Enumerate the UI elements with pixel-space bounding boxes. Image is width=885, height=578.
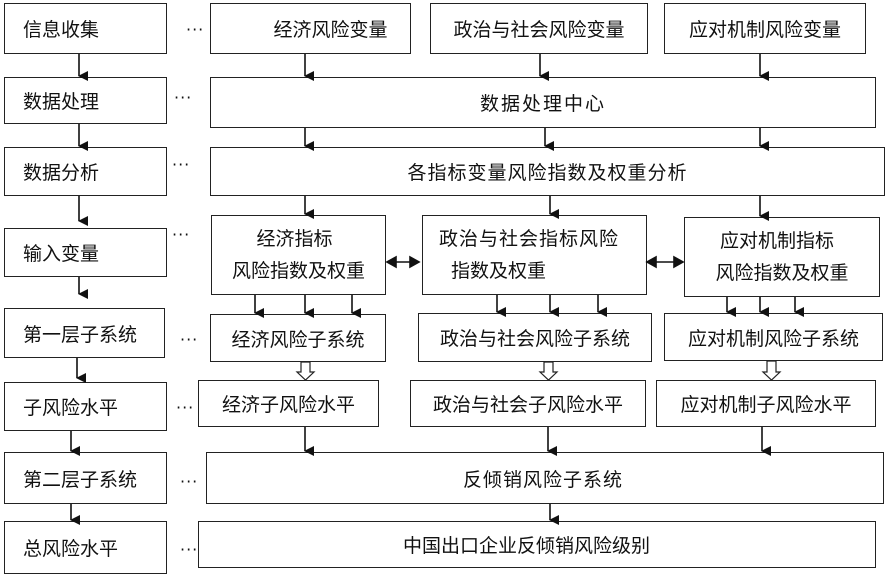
response-mechanism-sub-risk-level: 应对机制子风险水平 <box>656 380 876 427</box>
box-label: 数据处理中心 <box>479 93 606 115</box>
ellipsis: ··· <box>174 88 193 107</box>
stage-input-variables: 输入变量 <box>4 228 167 277</box>
ellipsis: ··· <box>180 330 199 349</box>
ellipsis: ··· <box>180 540 199 559</box>
data-processing-center: 数据处理中心 <box>210 77 876 128</box>
political-social-sub-risk-level: 政治与社会子风险水平 <box>410 380 646 427</box>
response-mechanism-risk-subsystem: 应对机制风险子系统 <box>664 313 883 361</box>
box-label: 中国出口企业反倾销风险级别 <box>403 535 651 557</box>
box-label: 政治与社会子风险水平 <box>432 394 623 416</box>
response-mechanism-indicator-index-weight: 应对机制指标 风险指数及权重 <box>684 217 880 297</box>
economic-indicator-index-weight: 经济指标 风险指数及权重 <box>211 215 386 295</box>
index-weight-analysis: 各指标变量风险指数及权重分析 <box>210 147 885 196</box>
box-label: 政治与社会风险变量 <box>453 19 625 41</box>
hollow-down-arrow-icon <box>538 361 559 381</box>
economic-risk-variables: 经济风险变量 <box>210 3 411 54</box>
stage-label: 第二层子系统 <box>23 468 138 491</box>
hollow-down-arrow-icon <box>295 361 316 381</box>
box-label: 反倾销风险子系统 <box>463 468 624 491</box>
stage-label: 数据分析 <box>23 162 100 184</box>
stage-label: 信息收集 <box>23 19 100 41</box>
economic-sub-risk-level: 经济子风险水平 <box>198 380 379 427</box>
box-label-line1: 应对机制指标 <box>719 230 834 252</box>
stage-label: 总风险水平 <box>23 538 119 560</box>
china-export-anti-dumping-risk-level: 中国出口企业反倾销风险级别 <box>198 521 876 568</box>
hollow-down-arrow-icon <box>761 360 782 381</box>
ellipsis: ··· <box>180 472 199 491</box>
box-label-line2: 风险指数及权重 <box>231 260 365 282</box>
box-label: 政治与社会风险子系统 <box>439 328 630 350</box>
stage-info-collection: 信息收集 <box>4 3 167 54</box>
stage-label: 子风险水平 <box>23 397 119 419</box>
hollow-arrows <box>295 360 782 381</box>
stage-data-processing: 数据处理 <box>4 77 167 124</box>
double-arrow-icon <box>645 255 685 269</box>
double-arrow-icon <box>385 255 421 269</box>
box-label-line1: 经济指标 <box>256 228 333 250</box>
stage-first-layer-subsystem: 第一层子系统 <box>4 308 165 358</box>
box-label-line2: 风险指数及权重 <box>715 262 849 284</box>
economic-risk-subsystem: 经济风险子系统 <box>210 314 386 362</box>
box-label-line1: 政治与社会指标风险 <box>439 228 620 250</box>
ellipsis: ··· <box>172 225 191 244</box>
ellipsis: ··· <box>172 155 191 174</box>
stage-data-analysis: 数据分析 <box>4 147 167 196</box>
stage-total-risk-level: 总风险水平 <box>4 521 167 574</box>
political-social-risk-variables: 政治与社会风险变量 <box>430 3 648 54</box>
response-mechanism-risk-variables: 应对机制风险变量 <box>664 3 866 54</box>
stage-second-layer-subsystem: 第二层子系统 <box>4 452 167 504</box>
ellipsis: ··· <box>186 20 205 39</box>
political-social-indicator-index-weight: 政治与社会指标风险 指数及权重 <box>422 215 647 295</box>
stage-label: 第一层子系统 <box>23 323 138 346</box>
box-label-line2: 指数及权重 <box>451 260 547 282</box>
box-label: 经济子风险水平 <box>221 394 355 416</box>
ellipsis: ··· <box>176 398 195 417</box>
political-social-risk-subsystem: 政治与社会风险子系统 <box>418 313 652 362</box>
box-label: 经济风险变量 <box>273 19 388 41</box>
stage-label: 数据处理 <box>23 91 100 113</box>
stage-label: 输入变量 <box>23 243 100 265</box>
box-label: 应对机制风险子系统 <box>687 327 859 350</box>
box-label: 经济风险子系统 <box>231 328 365 351</box>
box-label: 各指标变量风险指数及权重分析 <box>407 162 688 184</box>
stage-sub-risk-level: 子风险水平 <box>4 382 167 431</box>
box-label: 应对机制子风险水平 <box>680 394 852 416</box>
box-label: 应对机制风险变量 <box>688 19 841 41</box>
anti-dumping-risk-subsystem: 反倾销风险子系统 <box>206 452 884 504</box>
